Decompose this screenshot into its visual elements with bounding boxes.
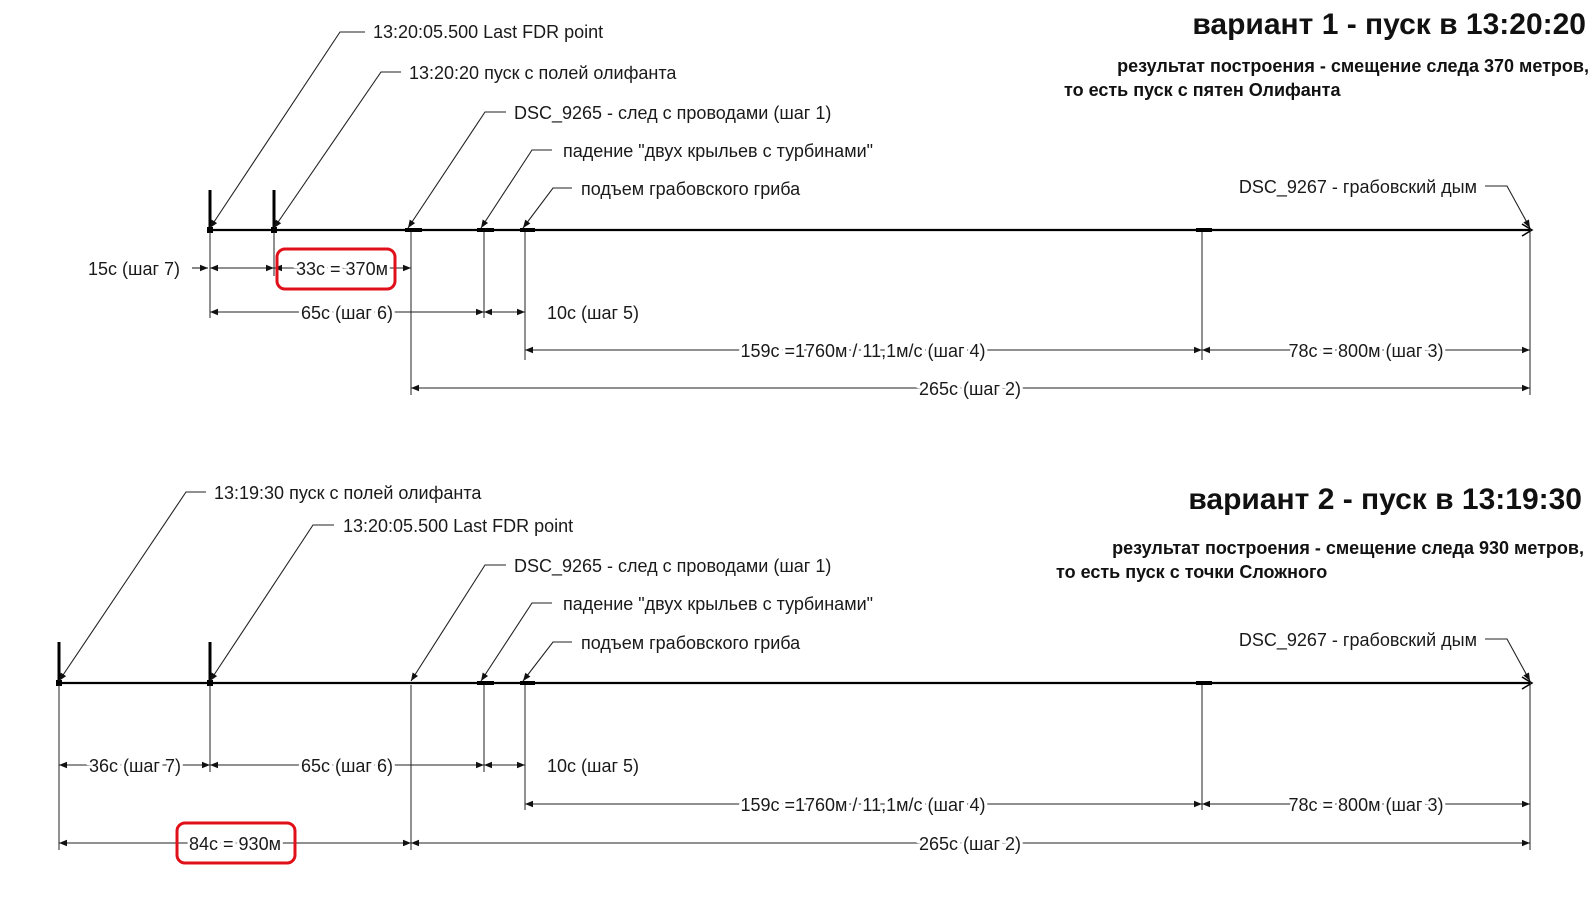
- variant2-leader-last-fdr: [209, 524, 334, 682]
- variant1-group: вариант 1 - пуск в 13:20:20 результат по…: [85, 6, 1591, 402]
- variant2-dim-label-84: 84с = 930м: [189, 834, 281, 854]
- variant1-callout-wings: падение "двух крыльев с турбинами": [563, 141, 873, 161]
- variant2-node-2: [207, 680, 213, 686]
- variant1-dim-label-265: 265с (шаг 2): [919, 379, 1021, 399]
- variant2-result-line1: результат построения - смещение следа 93…: [1112, 538, 1584, 558]
- variant2-callout-wings: падение "двух крыльев с турбинами": [563, 594, 873, 614]
- variant2-highlight-box: [175, 821, 297, 865]
- variant1-dim-label-78: 78с = 800м (шаг 3): [1289, 341, 1444, 361]
- variant1-callout-mushroom: подъем грабовского гриба: [581, 179, 801, 199]
- variant1-node-1: [207, 227, 213, 233]
- variant1-dim-label-33: 33с = 370м: [296, 259, 388, 279]
- variant1-result-line2: то есть пуск с пятен Олифанта: [1064, 80, 1341, 100]
- variant1-callout-dsc9265: DSC_9265 - след с проводами (шаг 1): [514, 103, 831, 124]
- variant2-callout-dsc9267: DSC_9267 - грабовский дым: [1239, 630, 1477, 651]
- variant2-leader-wings: [480, 602, 552, 682]
- variant1-leader-dsc9267: [1485, 185, 1531, 229]
- variant2-callout-dsc9265: DSC_9265 - след с проводами (шаг 1): [514, 556, 831, 577]
- variant1-leader-last-fdr: [209, 31, 365, 229]
- variant1-leader-launch: [273, 71, 401, 229]
- variant2-dim-label-265: 265с (шаг 2): [919, 834, 1021, 854]
- variant1-callout-launch: 13:20:20 пуск с полей олифанта: [409, 63, 677, 83]
- variant2-leader-dsc9265: [410, 564, 506, 682]
- variant2-callout-launch: 13:19:30 пуск с полей олифанта: [214, 483, 482, 503]
- variant1-callout-dsc9267: DSC_9267 - грабовский дым: [1239, 177, 1477, 198]
- variant2-dim-label-10: 10с (шаг 5): [547, 756, 639, 776]
- variant2-callout-last-fdr: 13:20:05.500 Last FDR point: [343, 516, 573, 536]
- variant1-node-2: [271, 227, 277, 233]
- variant2-title: вариант 2 - пуск в 13:19:30: [1188, 483, 1582, 516]
- variant2-group: вариант 2 - пуск в 13:19:30 результат по…: [56, 481, 1586, 865]
- variant1-leader-wings: [480, 149, 552, 229]
- variant1-leader-dsc9265: [407, 111, 506, 229]
- variant2-dim-label-78: 78с = 800м (шаг 3): [1289, 795, 1444, 815]
- variant2-dim-label-36: 36с (шаг 7): [89, 756, 181, 776]
- variant2-dim-label-65: 65с (шаг 6): [301, 756, 393, 776]
- variant1-title: вариант 1 - пуск в 13:20:20: [1192, 8, 1586, 41]
- variant2-leader-launch: [58, 491, 206, 682]
- variant1-callout-last-fdr: 13:20:05.500 Last FDR point: [373, 22, 603, 42]
- variant2-node-1: [56, 680, 62, 686]
- variant1-dim-label-159: 159с =1760м / 11,1м/с (шаг 4): [740, 341, 985, 361]
- variant2-callout-mushroom: подъем грабовского гриба: [581, 633, 801, 653]
- variant1-dim-label-15: 15с (шаг 7): [88, 259, 180, 279]
- variant1-dim-label-65: 65с (шаг 6): [301, 303, 393, 323]
- variant2-result-line2: то есть пуск с точки Сложного: [1056, 562, 1327, 582]
- variant2-dim-label-159: 159с =1760м / 11,1м/с (шаг 4): [740, 795, 985, 815]
- variant1-leader-mushroom: [522, 187, 572, 229]
- variant1-dim-label-10: 10с (шаг 5): [547, 303, 639, 323]
- variant1-result-line1: результат построения - смещение следа 37…: [1117, 56, 1589, 76]
- variant2-leader-mushroom: [522, 641, 572, 682]
- variant2-leader-dsc9267: [1485, 638, 1531, 682]
- variant1-highlight-box: [275, 247, 397, 291]
